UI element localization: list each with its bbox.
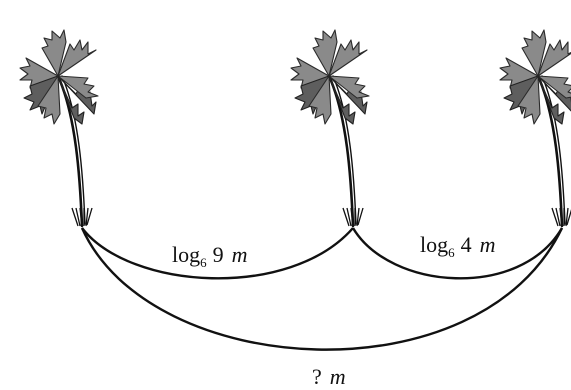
palm-tree-left [18,28,100,228]
left-distance-arc [81,227,354,280]
palm-tree-right [498,28,571,228]
right-distance-arc [351,227,564,280]
palm-tree-middle [289,28,371,228]
total-distance-label: ?m [312,364,346,389]
total-distance-arc [80,227,564,351]
